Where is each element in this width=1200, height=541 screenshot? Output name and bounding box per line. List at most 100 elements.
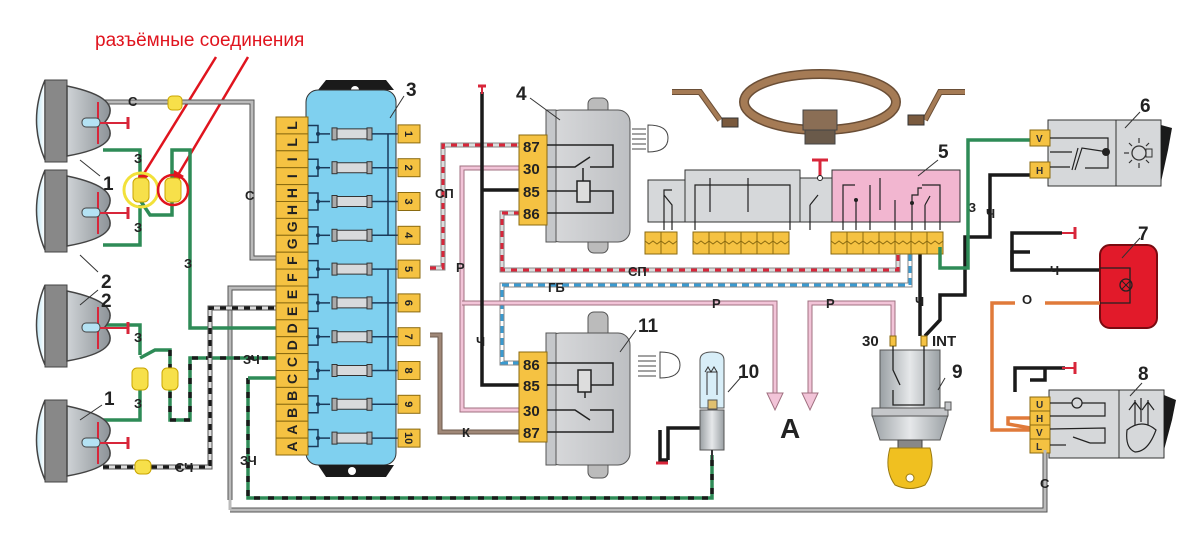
fuse	[308, 327, 400, 346]
wire-label-ch-1: Ч	[476, 334, 485, 349]
switch6-pin-v: V	[1036, 134, 1043, 145]
fuse-right-pin	[397, 293, 421, 313]
fuse	[308, 259, 400, 279]
wire-label-c-top: С	[128, 94, 138, 109]
wire-gb	[499, 247, 913, 366]
headlamp-1-top	[35, 79, 130, 163]
wire-label-z-1: З	[134, 151, 142, 166]
fuse-right-pin	[397, 124, 421, 144]
ignition-switch-9	[871, 335, 952, 489]
fuse-right-pin-label: 1	[402, 131, 414, 137]
fuse-left-pin-label: L	[284, 121, 300, 130]
callout-arrows	[137, 56, 250, 185]
wire-label-gb: ГБ	[548, 280, 565, 295]
fuse-right-pin-label: 10	[402, 432, 414, 444]
fuse-left-pin-label: C	[284, 374, 300, 384]
fuse	[308, 192, 400, 211]
wire-label-sp-2: СП	[628, 264, 647, 279]
wire-label-r-2: Р	[712, 296, 721, 311]
relay11-pin-30: 30	[523, 403, 540, 420]
fuse-right-pin-label: 7	[402, 334, 414, 340]
fuse-right-pin	[397, 361, 421, 380]
fuse-right-pin	[397, 158, 421, 178]
fuse-right-pin	[397, 259, 421, 279]
label-headlamp-1b: 1	[104, 389, 115, 410]
connectors	[122, 95, 190, 475]
switch8-pin-l: L	[1036, 442, 1042, 453]
fuse-right-pin	[397, 225, 421, 245]
fuse	[308, 124, 400, 144]
fuse-left-pin-label: G	[284, 221, 300, 232]
wire-label-c-bottom: С	[1040, 476, 1050, 491]
wire-label-z-5: З	[134, 396, 142, 411]
ignition-pin-int: INT	[932, 333, 956, 350]
fuse-left-pin-label: H	[284, 205, 300, 215]
fuse-right-pin-label: 6	[402, 300, 414, 306]
relay11-pin-87: 87	[523, 425, 540, 442]
fuse-left-pin-label: F	[284, 256, 300, 265]
connection-target-a: A	[780, 413, 800, 444]
label-lamp-7: 7	[1138, 224, 1149, 245]
fuse-left-pin-label: H	[284, 188, 300, 198]
fuse	[308, 293, 400, 313]
label-relay-11: 11	[638, 316, 659, 337]
label-headlamp-2b: 2	[101, 291, 112, 312]
relay-4	[518, 97, 669, 254]
ignition-pin-30: 30	[862, 333, 879, 350]
label-relay-4: 4	[516, 84, 527, 105]
highlight-circle-red	[156, 173, 190, 207]
label-switch-5: 5	[938, 142, 949, 163]
fuse	[308, 158, 400, 177]
wire-label-c-mid: С	[245, 188, 255, 203]
wire-label-zch-2: ЗЧ	[240, 453, 257, 468]
relay4-pin-85: 85	[523, 184, 540, 201]
indicator-lamp-7	[1010, 227, 1158, 329]
wire-label-sch: СЧ	[175, 460, 193, 475]
label-switch-6: 6	[1140, 96, 1151, 117]
fuse-left-pin-label: A	[284, 441, 300, 451]
fuse-right-pin-label: 5	[402, 266, 414, 272]
fuse-left-pin-label: E	[284, 307, 300, 316]
relay11-pin-85: 85	[523, 378, 540, 395]
wire-label-ch-4: Ч	[1050, 263, 1059, 278]
label-switch-8: 8	[1138, 364, 1149, 385]
switch5-terminal	[660, 231, 678, 255]
wire-black	[480, 92, 1105, 462]
wire-label-k: К	[462, 425, 470, 440]
switch5-terminal	[772, 231, 790, 255]
fuse-right-pin-label: 4	[402, 232, 414, 239]
wire-label-zch-1: ЗЧ	[243, 352, 260, 367]
switch6-pin-h: H	[1036, 166, 1043, 177]
bulb-10	[656, 351, 743, 465]
fuse-right-pin-label: 9	[402, 401, 414, 407]
wire-pink-r	[459, 165, 896, 413]
relay11-pin-86: 86	[523, 357, 540, 374]
switch8-pin-u: U	[1036, 400, 1043, 411]
fuse-left-pin-label: I	[284, 174, 300, 178]
headlamp-2-upper	[35, 169, 130, 253]
wire-label-o: О	[1022, 292, 1032, 307]
fuse-left-pin-label: B	[284, 408, 300, 418]
relay4-pin-30: 30	[523, 161, 540, 178]
fuse	[308, 361, 400, 380]
label-headlamp-2: 2	[101, 272, 112, 293]
headlamp-range-switch-8	[1029, 382, 1176, 459]
wire-brown-k	[430, 332, 520, 435]
callout-text: разъёмные соединения	[95, 30, 304, 51]
label-headlamp-1: 1	[103, 174, 114, 195]
wire-label-z-3: З	[184, 256, 192, 271]
fuse-left-pin-label: F	[284, 273, 300, 282]
switch8-pin-h: H	[1036, 414, 1043, 425]
light-switch-6	[1029, 111, 1172, 187]
relay-11	[518, 311, 681, 479]
fuse	[308, 428, 400, 448]
wire-orange-loop	[1006, 416, 1031, 430]
fuse-left-pin-label: B	[284, 391, 300, 401]
wire-label-ch-2: Ч	[915, 294, 924, 309]
wire-label-z-2: З	[134, 220, 142, 235]
wire-label-z-4: З	[134, 330, 142, 345]
fuse-right-pin	[397, 327, 421, 347]
wire-orange-o-b	[990, 301, 1030, 432]
steering-wheel	[672, 69, 965, 145]
